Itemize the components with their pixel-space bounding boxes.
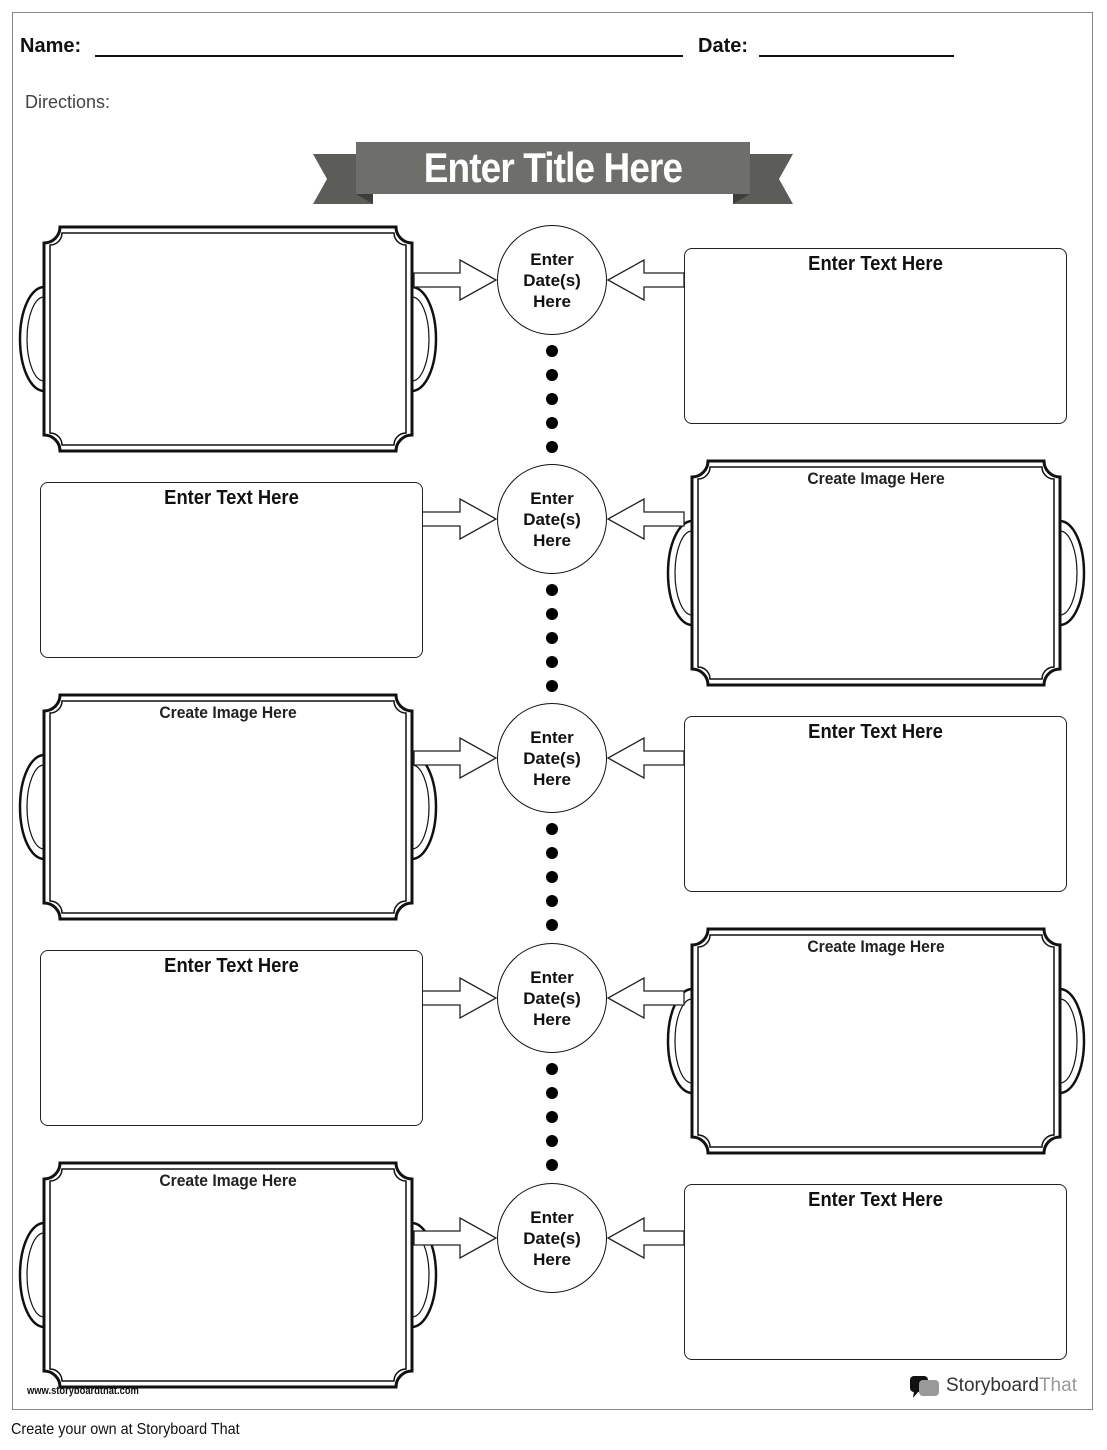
timeline-dot — [546, 871, 558, 883]
text-box[interactable]: Enter Text Here — [40, 482, 423, 658]
text-box[interactable]: Enter Text Here — [684, 1184, 1067, 1360]
ornate-image-frame[interactable] — [18, 1161, 438, 1389]
timeline-dot — [546, 1063, 558, 1075]
brand-accent: That — [1038, 1375, 1077, 1396]
arrow-icon — [413, 736, 498, 780]
text-box-label: Enter Text Here — [164, 487, 299, 509]
directions-label: Directions: — [25, 92, 111, 112]
timeline-dot — [546, 608, 558, 620]
speech-bubble-icon — [910, 1376, 939, 1398]
text-box[interactable]: Enter Text Here — [40, 950, 423, 1126]
timeline-dot — [546, 584, 558, 596]
timeline-dot — [546, 656, 558, 668]
text-box-label: Enter Text Here — [808, 253, 943, 275]
text-box-label: Enter Text Here — [164, 955, 299, 977]
date-text: Date(s) — [523, 1228, 581, 1248]
date-text: Date(s) — [523, 988, 581, 1008]
date-text: Here — [533, 291, 571, 311]
timeline-dot — [546, 847, 558, 859]
arrow-icon — [413, 976, 498, 1020]
date-text: Date(s) — [523, 509, 581, 529]
title-banner — [313, 142, 793, 204]
timeline-dot — [546, 441, 558, 453]
arrow-icon — [413, 497, 498, 541]
page-title[interactable]: Enter Title Here — [423, 144, 683, 191]
date-text: Enter — [530, 1207, 574, 1227]
ornate-image-frame[interactable] — [18, 693, 438, 921]
date-text: Here — [533, 769, 571, 789]
timeline-dot — [546, 632, 558, 644]
date-field[interactable] — [759, 55, 954, 57]
date-label: Date: — [698, 35, 749, 57]
brand-main: Storyboard — [946, 1375, 1039, 1396]
timeline-dot — [546, 1159, 558, 1171]
date-text: Enter — [530, 249, 574, 269]
arrow-icon — [606, 1216, 685, 1260]
frame-label: Create Image Here — [807, 469, 945, 488]
text-box[interactable]: Enter Text Here — [684, 248, 1067, 424]
date-text: Enter — [530, 727, 574, 747]
date-text: Here — [533, 1249, 571, 1269]
date-text: Enter — [530, 488, 574, 508]
arrow-icon — [413, 258, 498, 302]
date-text: Enter — [530, 967, 574, 987]
timeline-dot — [546, 895, 558, 907]
arrow-icon — [606, 258, 685, 302]
ornate-image-frame[interactable] — [18, 225, 438, 453]
arrow-icon — [413, 1216, 498, 1260]
date-text: Date(s) — [523, 270, 581, 290]
timeline-dot — [546, 680, 558, 692]
frame-label: Create Image Here — [159, 1171, 297, 1190]
footer-url: www.storyboardthat.com — [27, 1385, 139, 1397]
text-box-label: Enter Text Here — [808, 1189, 943, 1211]
timeline-dot — [546, 1135, 558, 1147]
frame-label: Create Image Here — [159, 703, 297, 722]
timeline-dot — [546, 823, 558, 835]
frame-label: Create Image Here — [807, 937, 945, 956]
timeline-dot — [546, 417, 558, 429]
timeline-dot — [546, 1087, 558, 1099]
timeline-dot — [546, 345, 558, 357]
arrow-icon — [606, 497, 685, 541]
arrow-icon — [606, 976, 685, 1020]
date-text: Date(s) — [523, 748, 581, 768]
worksheet — [12, 12, 1093, 1410]
name-field[interactable] — [95, 55, 683, 57]
date-text: Here — [533, 530, 571, 550]
text-box-label: Enter Text Here — [808, 721, 943, 743]
arrow-icon — [606, 736, 685, 780]
timeline-dot — [546, 1111, 558, 1123]
text-box[interactable]: Enter Text Here — [684, 716, 1067, 892]
timeline-dot — [546, 369, 558, 381]
banner-main — [356, 142, 750, 194]
create-your-own-link[interactable]: Create your own at Storyboard That — [11, 1421, 240, 1438]
name-label: Name: — [20, 35, 82, 57]
ornate-image-frame[interactable] — [666, 459, 1086, 687]
timeline-dot — [546, 919, 558, 931]
timeline-dot — [546, 393, 558, 405]
date-text: Here — [533, 1009, 571, 1029]
ornate-image-frame[interactable] — [666, 927, 1086, 1155]
